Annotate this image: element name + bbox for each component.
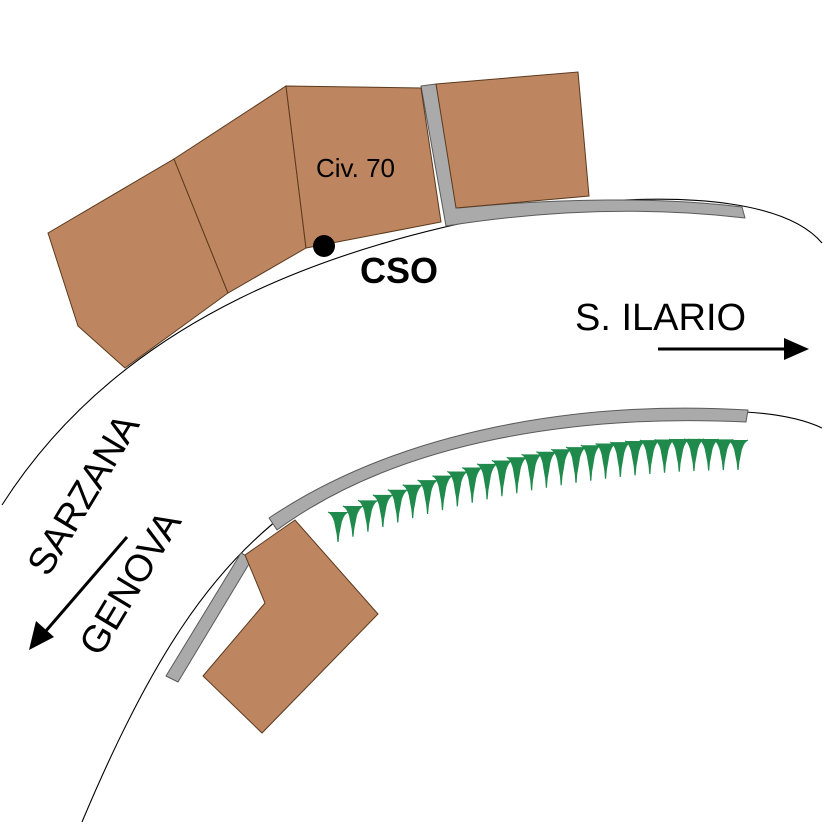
- shrub-icon: [654, 438, 675, 473]
- shrub-icon: [342, 505, 364, 537]
- building-block-upper: [47, 71, 590, 369]
- shrub-icon: [402, 484, 423, 519]
- shrub-icon: [447, 470, 468, 507]
- building-unit-3-civ-70: [285, 85, 442, 249]
- civic-number-label: Civ. 70: [316, 153, 395, 183]
- shrub-icon: [595, 442, 616, 479]
- shrub-icon: [610, 441, 631, 478]
- building-unit-4: [435, 71, 590, 209]
- sidewalk-lower-main: [268, 407, 749, 531]
- cso-label: CSO: [360, 250, 438, 291]
- shrub-icon: [521, 453, 542, 491]
- shrub-icon: [417, 479, 438, 514]
- shrub-icon: [476, 463, 498, 500]
- shrub-icon: [639, 439, 661, 474]
- shrub-icon: [683, 438, 705, 472]
- direction-arrow-east: [658, 338, 809, 360]
- shrub-icon: [565, 446, 587, 483]
- shrub-icon: [357, 499, 379, 532]
- building-unit-1: [47, 158, 229, 369]
- shrub-icon: [432, 475, 453, 511]
- shrub-icon: [536, 451, 557, 488]
- shrub-icon: [713, 438, 734, 471]
- cso-marker-dot: [313, 235, 335, 257]
- shrub-icon: [624, 440, 646, 476]
- direction-arrow-west: [29, 536, 129, 650]
- shrub-icon: [668, 438, 690, 472]
- shrub-icon: [727, 439, 749, 471]
- shrub-icon: [698, 438, 719, 471]
- shrub-icon: [372, 494, 394, 528]
- shrub-icon: [327, 511, 349, 543]
- direction-label-genova: GENOVA: [72, 503, 191, 662]
- shrub-icon: [387, 489, 409, 523]
- shrub-icon: [461, 466, 483, 503]
- shrub-icon: [580, 444, 602, 481]
- building-lower: [202, 519, 379, 734]
- shrub-icon: [491, 459, 513, 497]
- sidewalk-upper: [420, 83, 746, 227]
- shrub-icon: [506, 456, 528, 494]
- shrub-icon: [550, 448, 572, 486]
- vegetation-hedge: [327, 438, 749, 543]
- direction-label-s-ilario: S. ILARIO: [575, 297, 746, 339]
